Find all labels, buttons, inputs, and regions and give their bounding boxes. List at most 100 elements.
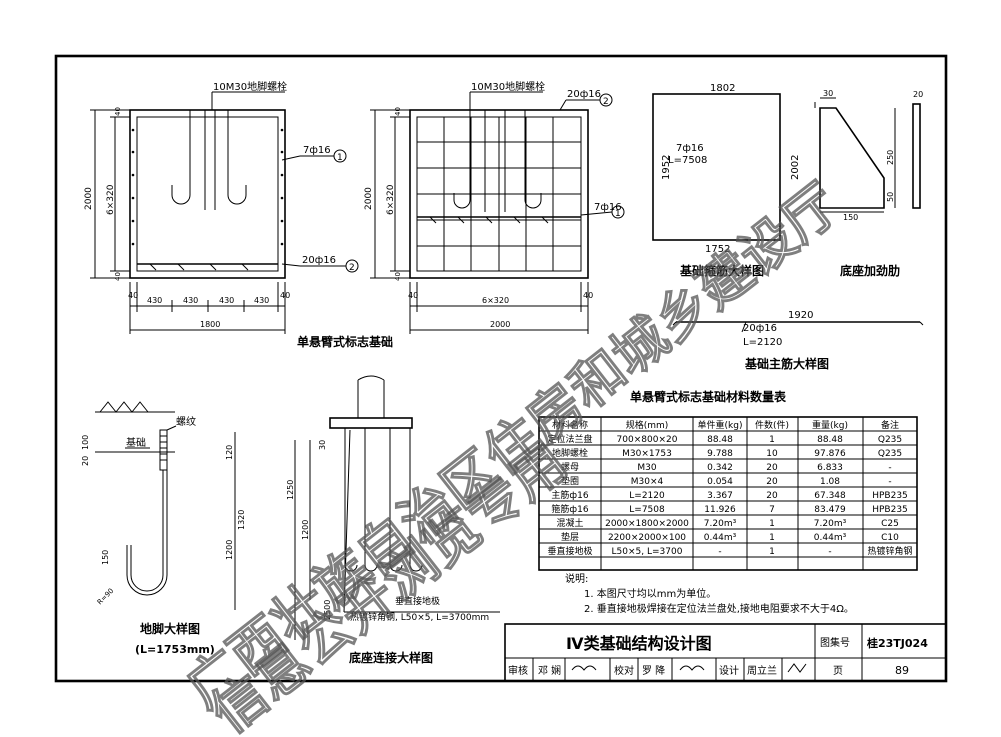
table-cell: M30 bbox=[637, 463, 656, 473]
svg-text:基础: 基础 bbox=[126, 436, 146, 449]
view2-rebar20-label: 20ф16 bbox=[567, 89, 601, 100]
svg-text:2: 2 bbox=[603, 97, 609, 107]
table-cell: 2000×1800×2000 bbox=[605, 519, 689, 529]
table-cell: 1.08 bbox=[820, 477, 840, 487]
table-cell: - bbox=[888, 463, 891, 473]
table-cell: C25 bbox=[881, 519, 899, 529]
table-cell: 9.788 bbox=[707, 449, 733, 459]
svg-text:2: 2 bbox=[349, 263, 355, 273]
svg-text:2500: 2500 bbox=[323, 600, 332, 620]
table-cell: M30×4 bbox=[631, 477, 664, 487]
table-cell: Q235 bbox=[878, 435, 902, 445]
view1-title: 单悬臂式标志基础 bbox=[297, 334, 393, 349]
stirrup-rect bbox=[652, 93, 781, 241]
svg-text:430: 430 bbox=[147, 296, 162, 305]
view2-spacing: 6×320 bbox=[386, 184, 396, 215]
svg-text:250: 250 bbox=[886, 150, 895, 165]
svg-text:40: 40 bbox=[394, 107, 402, 116]
table-cell: 混凝土 bbox=[556, 517, 583, 529]
view1-inner bbox=[136, 116, 279, 272]
table-cell: - bbox=[718, 547, 721, 557]
table-cell: 20 bbox=[766, 463, 778, 473]
table-header-cell: 规格(mm) bbox=[626, 419, 669, 431]
table-cell: 地脚螺栓 bbox=[552, 447, 588, 459]
table-header-cell: 单件重(kg) bbox=[698, 419, 743, 431]
table-cell: 0.44m³ bbox=[814, 533, 847, 543]
view1-rebar20-label: 20ф16 bbox=[302, 255, 336, 266]
rib-title: 底座加劲肋 bbox=[840, 263, 900, 278]
svg-text:L=2120: L=2120 bbox=[743, 337, 782, 348]
svg-text:1200: 1200 bbox=[301, 520, 310, 540]
table-cell: - bbox=[888, 477, 891, 487]
table-cell: 0.44m³ bbox=[704, 533, 737, 543]
table-cell: 定位法兰盘 bbox=[547, 433, 592, 445]
svg-text:150: 150 bbox=[101, 550, 110, 565]
svg-text:40: 40 bbox=[583, 291, 593, 300]
svg-text:40: 40 bbox=[280, 291, 290, 300]
svg-text:20: 20 bbox=[81, 456, 90, 466]
svg-text:1250: 1250 bbox=[286, 480, 295, 500]
svg-text:垂直接地极: 垂直接地极 bbox=[395, 595, 440, 607]
svg-text:审核: 审核 bbox=[508, 664, 528, 677]
rib-detail: 30 250 50 150 20 底座加劲肋 bbox=[814, 89, 923, 278]
table-cell: 20 bbox=[766, 477, 778, 487]
table-cell: 7 bbox=[769, 505, 775, 515]
table-cell: 垫圈 bbox=[561, 475, 579, 487]
table-header-cell: 备注 bbox=[881, 419, 899, 431]
svg-text:图集号: 图集号 bbox=[820, 636, 850, 649]
view1-width: 1800 bbox=[200, 320, 220, 329]
svg-text:7ф16: 7ф16 bbox=[676, 143, 704, 154]
table-cell: 垂直接地极 bbox=[547, 545, 592, 557]
view2-height: 2000 bbox=[364, 187, 374, 210]
svg-text:6×320: 6×320 bbox=[482, 296, 509, 305]
title-block: Ⅳ类基础结构设计图 图集号 桂23TJ024 审核 邓 娴 校对 罗 降 设计 … bbox=[504, 623, 947, 682]
base-title: 底座连接大样图 bbox=[349, 650, 433, 665]
svg-text:1: 1 bbox=[337, 153, 343, 163]
table-cell: 箍筋ф16 bbox=[551, 503, 588, 515]
view1-bolt bbox=[171, 110, 191, 205]
svg-text:120: 120 bbox=[225, 445, 234, 460]
svg-text:1802: 1802 bbox=[710, 83, 735, 94]
svg-text:螺纹: 螺纹 bbox=[176, 415, 196, 428]
view1-height: 2000 bbox=[84, 187, 94, 210]
table-cell: 0.342 bbox=[707, 463, 733, 473]
table-cell: 11.926 bbox=[704, 505, 736, 515]
table-cell: - bbox=[828, 547, 831, 557]
svg-text:1. 本图尺寸均以mm为单位。: 1. 本图尺寸均以mm为单位。 bbox=[584, 587, 716, 600]
table-title: 单悬臂式标志基础材料数量表 bbox=[630, 389, 787, 404]
svg-text:20: 20 bbox=[913, 90, 923, 99]
table-cell: 20 bbox=[766, 491, 778, 501]
table-cell: 主筋ф16 bbox=[551, 489, 588, 501]
svg-text:R=90: R=90 bbox=[96, 587, 116, 607]
watermark: 广西壮族自治区住房和城乡建设厅 信息公开浏览专用 bbox=[174, 171, 852, 737]
svg-text:40: 40 bbox=[114, 107, 122, 116]
svg-text:页: 页 bbox=[833, 665, 843, 677]
svg-text:罗 降: 罗 降 bbox=[642, 664, 665, 677]
svg-text:说明:: 说明: bbox=[565, 572, 588, 585]
page-number: 89 bbox=[895, 664, 909, 677]
view2-outline bbox=[409, 109, 589, 279]
table-cell: 88.48 bbox=[817, 435, 843, 445]
table-cell: L=2120 bbox=[629, 491, 665, 501]
table-cell: 97.876 bbox=[814, 449, 846, 459]
svg-text:1952: 1952 bbox=[661, 155, 672, 180]
table-cell: 螺母 bbox=[561, 462, 579, 473]
view1-outline bbox=[129, 109, 286, 279]
svg-text:1: 1 bbox=[615, 209, 621, 219]
table-cell: 7.20m³ bbox=[814, 519, 847, 529]
atlas-number: 桂23TJ024 bbox=[866, 636, 928, 650]
view1-rebar7-label: 7ф16 bbox=[303, 145, 331, 156]
svg-text:L=7508: L=7508 bbox=[668, 155, 707, 166]
table-header-cell: 重量(kg) bbox=[812, 419, 848, 431]
svg-text:430: 430 bbox=[219, 296, 234, 305]
table-cell: 2200×2000×100 bbox=[608, 533, 686, 543]
svg-text:校对: 校对 bbox=[614, 664, 634, 677]
svg-text:20ф16: 20ф16 bbox=[743, 323, 777, 334]
bolt-detail: 螺纹 基础 100 20 120 1320 1200 150 R=90 地脚大样… bbox=[81, 401, 246, 656]
table-cell: 700×800×20 bbox=[617, 435, 678, 445]
table-cell: 1 bbox=[769, 519, 775, 529]
table-cell: 88.48 bbox=[707, 435, 733, 445]
table-cell: 6.833 bbox=[817, 463, 843, 473]
table-cell: HPB235 bbox=[872, 505, 908, 515]
